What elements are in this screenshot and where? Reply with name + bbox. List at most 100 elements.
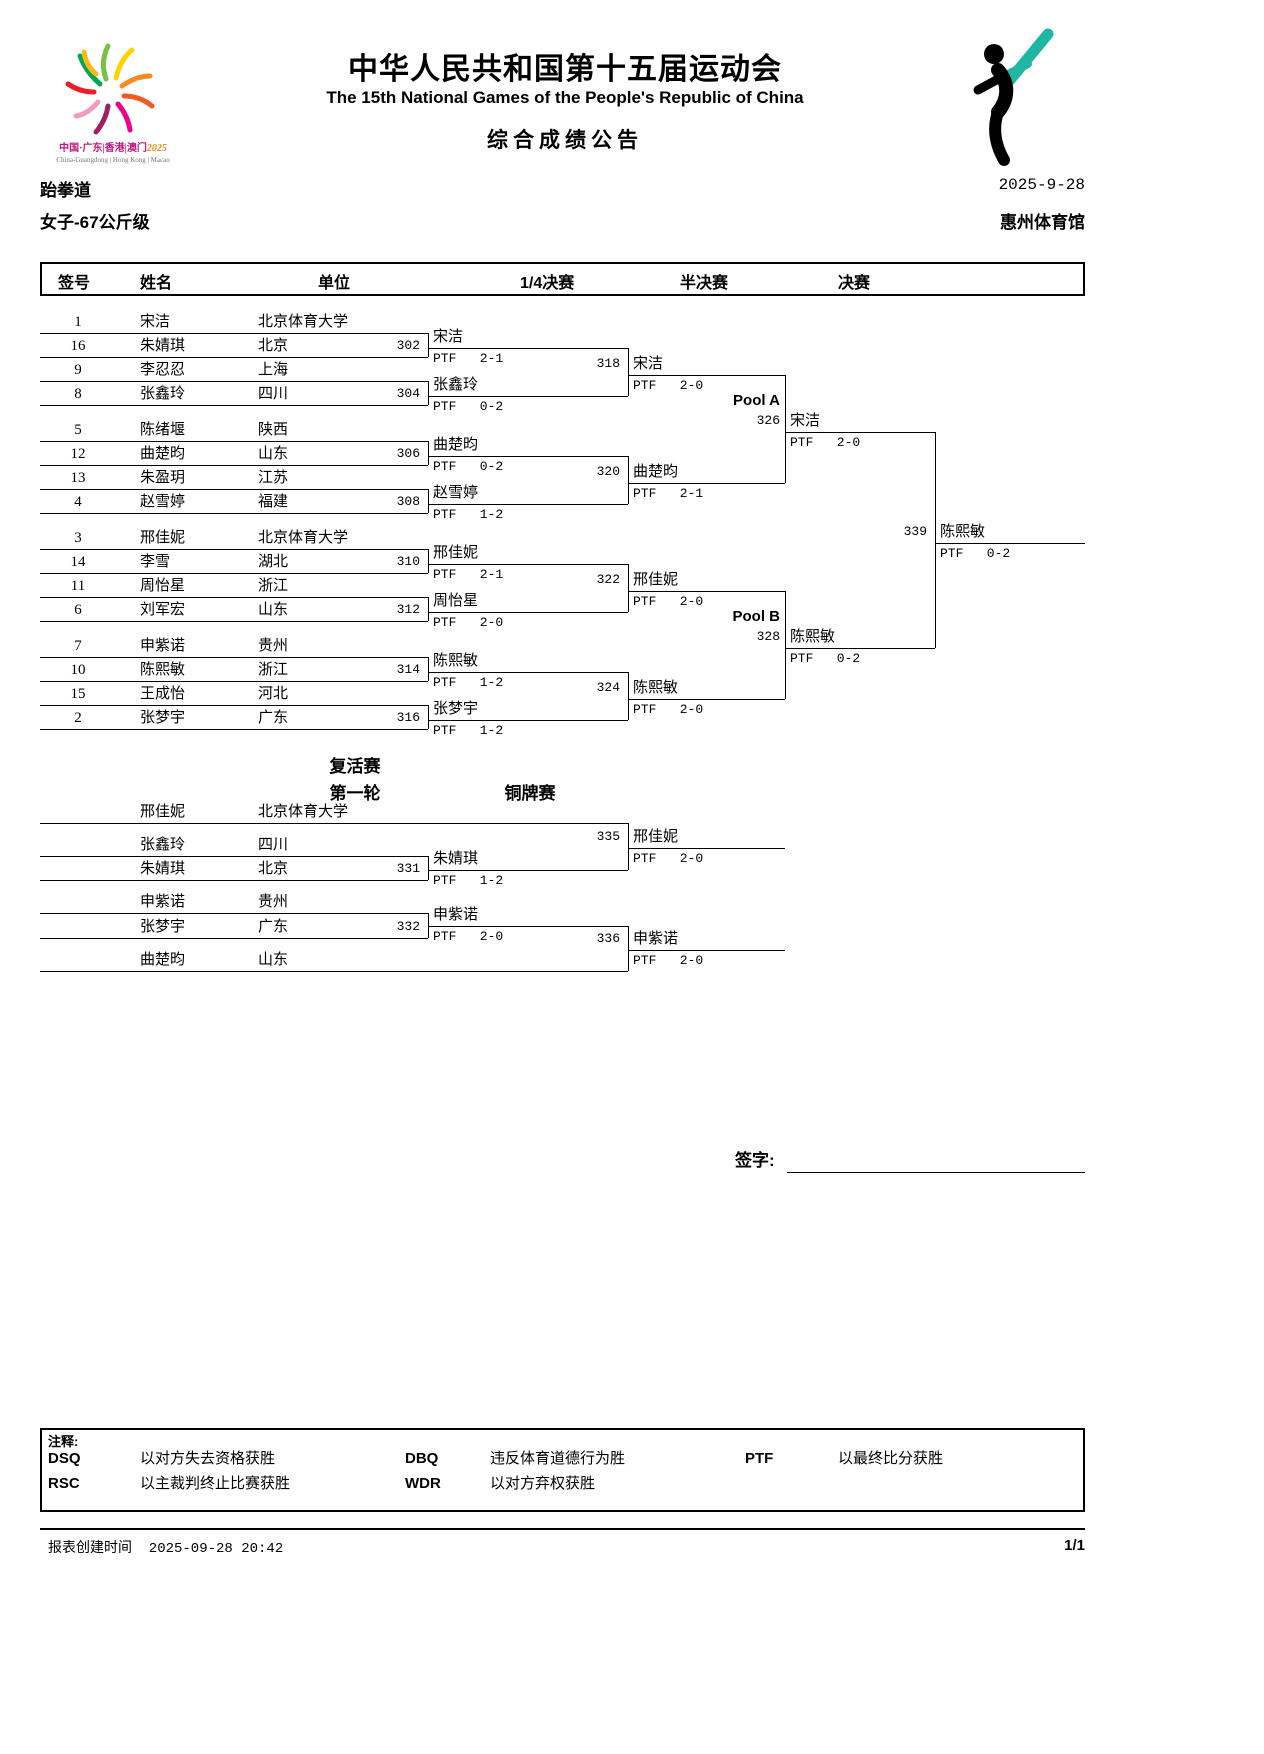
- winner-line: [628, 375, 785, 376]
- winner-score: PTF 2-0: [433, 615, 504, 630]
- winner-line: [428, 720, 628, 721]
- competitor-seed: 9: [74, 362, 82, 378]
- winner-name: 张梦宇: [433, 701, 479, 717]
- page-title-cn: 中华人民共和国第十五届运动会: [348, 53, 782, 86]
- winner-line: [628, 848, 785, 849]
- competitor-seed: 11: [70, 578, 86, 594]
- winner-name: 曲楚昀: [433, 437, 479, 453]
- competitor-name: 张梦宇: [140, 919, 186, 935]
- bracket-underline: [40, 681, 428, 682]
- bracket-underline: [40, 729, 428, 730]
- match-number: 310: [396, 554, 420, 569]
- competitor-unit: 山东: [258, 952, 289, 968]
- logo-caption-en: China-Guangdong | Hong Kong | Macao: [56, 156, 170, 164]
- competitor-unit: 浙江: [258, 578, 289, 594]
- bracket-connector: [628, 926, 629, 971]
- winner-name: 申紫诺: [633, 931, 679, 947]
- competitor-seed: 6: [74, 602, 82, 618]
- bracket-connector: [935, 432, 936, 648]
- winner-name: 宋洁: [790, 413, 821, 429]
- competitor-seed: 1: [74, 314, 82, 330]
- notes-box: [40, 1428, 1085, 1512]
- winner-name: 陈熙敏: [433, 653, 479, 669]
- pool-label: Pool A: [733, 392, 780, 409]
- competitor-unit: 福建: [258, 494, 289, 510]
- competitor-name: 朱婧琪: [140, 338, 186, 354]
- competitor-seed: 5: [74, 422, 82, 438]
- competitor-name: 张梦宇: [140, 710, 186, 726]
- winner-name: 赵雪婷: [433, 485, 479, 501]
- bracket-underline: [40, 880, 428, 881]
- winner-score: PTF 1-2: [433, 507, 504, 522]
- footer-rule: [40, 1528, 1085, 1530]
- bracket-underline: [40, 621, 428, 622]
- winner-score: PTF 1-2: [433, 675, 504, 690]
- winner-line: [428, 456, 628, 457]
- competitor-unit: 北京体育大学: [258, 530, 349, 546]
- competitor-unit: 广东: [258, 919, 289, 935]
- competitor-unit: 陕西: [258, 422, 289, 438]
- competitor-name: 张鑫玲: [140, 386, 186, 402]
- competitor-unit: 江苏: [258, 470, 289, 486]
- venue-label: 惠州体育馆: [1000, 213, 1085, 232]
- winner-score: PTF 0-2: [433, 399, 504, 414]
- competitor-name: 陈熙敏: [140, 662, 186, 678]
- bracket-underline: [40, 573, 428, 574]
- notes-label: 注释:: [48, 1434, 79, 1449]
- winner-score: PTF 0-2: [940, 546, 1011, 561]
- match-number: 332: [396, 919, 420, 934]
- competitor-name: 陈绪堰: [140, 422, 186, 438]
- competitor-seed: 15: [70, 686, 86, 702]
- match-number: 318: [596, 356, 620, 371]
- winner-line: [428, 612, 628, 613]
- bracket-underline: [40, 465, 428, 466]
- winner-name: 邢佳妮: [633, 829, 679, 845]
- signature-label: 签字:: [735, 1151, 775, 1170]
- note-code: WDR: [405, 1475, 441, 1492]
- match-number: 328: [756, 629, 780, 644]
- winner-line: [935, 543, 1085, 544]
- competitor-unit: 北京: [258, 338, 289, 354]
- winner-name: 张鑫玲: [433, 377, 479, 393]
- competitor-seed: 16: [70, 338, 86, 354]
- bracket-connector: [628, 348, 629, 396]
- match-number: 302: [396, 338, 420, 353]
- winner-score: PTF 2-1: [433, 567, 504, 582]
- match-number: 339: [903, 524, 927, 539]
- competitor-name: 宋洁: [140, 314, 171, 330]
- note-desc: 以对方失去资格获胜: [140, 1451, 276, 1467]
- column-header-final: 决赛: [838, 275, 871, 292]
- competitor-name: 曲楚昀: [140, 446, 186, 462]
- winner-name: 申紫诺: [433, 907, 479, 923]
- competitor-seed: 10: [70, 662, 86, 678]
- winner-score: PTF 2-0: [633, 702, 704, 717]
- column-header-quarterfinal: 1/4决赛: [520, 275, 575, 292]
- column-header-semifinal: 半决赛: [680, 275, 729, 292]
- bracket-underline: [40, 938, 428, 939]
- winner-name: 朱婧琪: [433, 851, 479, 867]
- competitor-unit: 北京体育大学: [258, 804, 349, 820]
- match-number: 316: [396, 710, 420, 725]
- competitor-name: 李雪: [140, 554, 171, 570]
- competitor-name: 申紫诺: [140, 894, 186, 910]
- note-desc: 以对方弃权获胜: [490, 1476, 596, 1492]
- bronze-match-label: 铜牌赛: [504, 784, 556, 803]
- winner-score: PTF 0-2: [790, 651, 861, 666]
- competitor-unit: 河北: [258, 686, 289, 702]
- column-header-seed: 签号: [58, 275, 91, 292]
- page-number: 1/1: [1064, 1537, 1085, 1554]
- competitor-unit: 山东: [258, 602, 289, 618]
- report-created-timestamp: 报表创建时间 2025-09-28 20:42: [48, 1541, 284, 1557]
- competitor-name: 周怡星: [140, 578, 186, 594]
- winner-name: 陈熙敏: [633, 680, 679, 696]
- note-code: DBQ: [405, 1450, 439, 1467]
- winner-line: [428, 564, 628, 565]
- competitor-unit: 山东: [258, 446, 289, 462]
- competitor-name: 王成怡: [140, 686, 186, 702]
- column-header-unit: 单位: [318, 275, 351, 292]
- winner-line: [628, 591, 785, 592]
- repechage-title: 复活赛: [329, 757, 381, 776]
- competitor-name: 朱婧琪: [140, 861, 186, 877]
- report-subtitle: 综合成绩公告: [487, 129, 643, 152]
- competitor-name: 张鑫玲: [140, 837, 186, 853]
